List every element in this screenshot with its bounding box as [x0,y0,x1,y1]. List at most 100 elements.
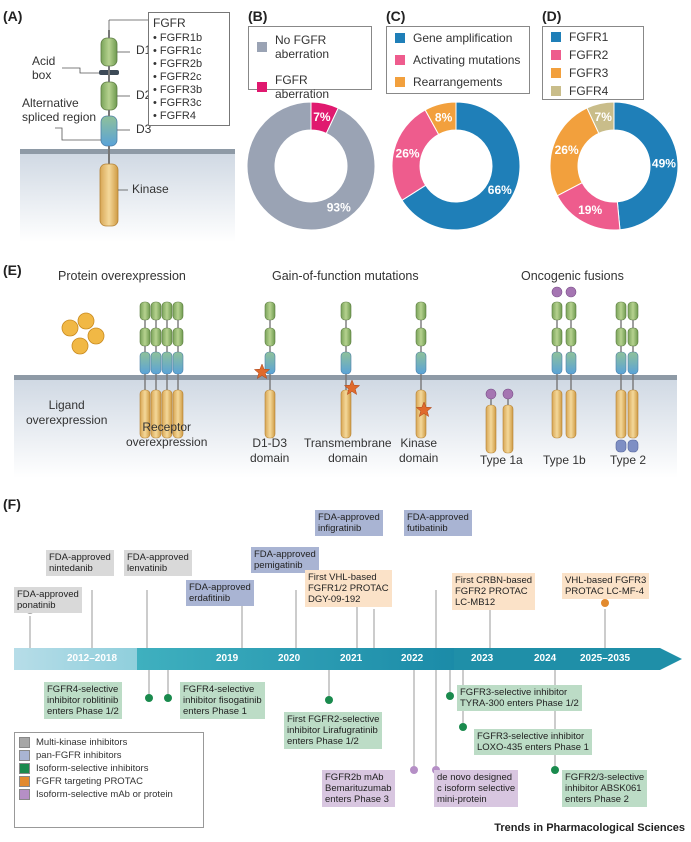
timeline-marker [459,723,467,731]
d1-domain [100,37,118,67]
legend-swatch [395,33,405,43]
fgfr-receptor [565,301,577,439]
timeline-marker [551,766,559,774]
donut-chart-c: 66%26%8% [391,101,521,231]
timeline-marker [446,692,454,700]
timeline-event: FGFR3-selective inhibitor TYRA-300 enter… [457,685,582,711]
legend-item: No FGFR aberration [257,33,365,61]
kinase-fragment [485,404,497,454]
legend-item: Isoform-selective inhibitors [19,763,199,774]
kinase-label: Kinase [132,182,169,196]
timeline-event: FGFR2/3-selective inhibitor ABSK061 ente… [562,770,648,807]
donut-chart-d: 49%19%26%7% [549,101,679,231]
timeline-event: First CRBN-based FGFR2 PROTAC LC-MB12 [452,573,536,610]
timeline-event: FDA-approved futibatinib [404,510,472,536]
legend-text: FGFR3 [569,66,609,80]
timeline-year: 2012–2018 [67,653,118,664]
timeline-bar [14,648,454,670]
d3-label: D3 [136,122,152,136]
d1d3-domain-label: D1-D3 domain [250,436,290,465]
membrane [20,149,235,154]
panel-c-legend: Gene amplification Activating mutations … [386,26,530,94]
timeline-marker [325,696,333,704]
isoform-box: FGFR • FGFR1b• FGFR1c• FGFR2b• FGFR2c• F… [148,12,230,126]
legend-swatch [551,50,561,60]
fusion-partner-icon [615,439,627,453]
receptor-schematic [20,19,235,242]
mutation-star-icon [415,401,433,418]
isoform-list: • FGFR1b• FGFR1c• FGFR2b• FGFR2c• FGFR3b… [153,32,229,123]
fusion-partner-icon [551,286,563,298]
journal-footer: Trends in Pharmacological Sciences [494,822,685,834]
isoform-item: • FGFR3b [153,84,203,96]
panel-b-label: (B) [248,8,268,24]
timeline-event: FDA-approved erdafitinib [186,580,254,606]
fusion-partner-icon [502,388,514,400]
slice-label: 49% [652,157,676,171]
donut-slice [424,101,457,136]
type-1a-label: Type 1a [480,453,523,467]
timeline-event: First VHL-based FGFR1/2 PROTAC DGY-09-19… [305,570,392,607]
timeline-year: 2022 [401,653,424,664]
timeline-arrow [454,648,682,670]
legend-item: Isoform-selective mAb or protein [19,789,199,800]
fgfr-receptor [150,301,162,439]
ligand-icon [61,319,79,337]
isoform-item: • FGFR4 [153,110,196,122]
fgfr-receptor [627,301,639,439]
legend-item: FGFR aberration [257,73,365,101]
title-gain-of-function: Gain-of-function mutations [272,269,419,283]
legend-text: Isoform-selective mAb or protein [36,789,173,800]
timeline-event: First FGFR2-selective inhibitor Lirafugr… [284,712,383,749]
timeline-event: VHL-based FGFR3 PROTAC LC-MF-4 [562,573,650,599]
donut-slice [246,101,376,231]
legend-swatch [19,776,30,787]
legend-item: Multi-kinase inhibitors [19,737,199,748]
timeline-event: FGFR2b mAb Bemarituzumab enters Phase 3 [322,770,395,807]
fgfr-receptor [172,301,184,439]
timeline-year: 2020 [278,653,301,664]
legend-item: FGFR4 [551,84,637,98]
type-2-label: Type 2 [610,453,647,467]
fgfr-receptor [415,301,427,439]
kinase-domain [99,163,119,227]
timeline-event: FDA-approved pemigatinib [251,547,319,573]
transmembrane-label: Transmembrane domain [304,436,392,465]
isoform-item: • FGFR2c [153,71,202,83]
slice-label: 93% [327,201,351,215]
donut-slice [613,101,679,231]
title-oncogenic-fusions: Oncogenic fusions [521,269,624,283]
legend-swatch [395,55,405,65]
panel-d-legend: FGFR1 FGFR2 FGFR3 FGFR4 [542,26,644,100]
legend-item: FGFR2 [551,48,637,62]
legend-text: FGFR1 [569,30,609,44]
donut-slice [586,101,615,135]
fusion-partner-icon [627,439,639,453]
panel-a-label: (A) [3,8,23,24]
legend-item: pan-FGFR inhibitors [19,750,199,761]
legend-swatch [551,32,561,42]
d3-domain [100,115,118,147]
timeline-event: FGFR3-selective inhibitor LOXO-435 enter… [474,729,592,755]
legend-swatch [257,82,267,92]
alteration-diagram [14,286,677,478]
legend-text: No FGFR aberration [275,33,330,61]
slice-label: 19% [578,203,602,217]
isoform-box-title: FGFR [153,16,186,30]
legend-item: FGFR targeting PROTAC [19,776,199,787]
legend-swatch [19,763,30,774]
timeline-event: de novo designed c isoform selective min… [434,770,519,807]
timeline-year: 2023 [471,653,494,664]
slice-label: 7% [313,110,331,124]
type-1b-label: Type 1b [543,453,586,467]
acid-box-label: Acid box [32,54,56,82]
legend-text: FGFR aberration [275,73,330,101]
kinase-domain-label: Kinase domain [399,436,439,465]
slice-label: 26% [555,143,579,157]
legend-swatch [19,750,30,761]
alternative-spliced-label: Alternative spliced region [22,96,97,124]
legend-swatch [19,789,30,800]
timeline-year: 2021 [340,653,363,664]
mutation-star-icon [343,379,361,396]
legend-text: FGFR targeting PROTAC [36,776,143,787]
